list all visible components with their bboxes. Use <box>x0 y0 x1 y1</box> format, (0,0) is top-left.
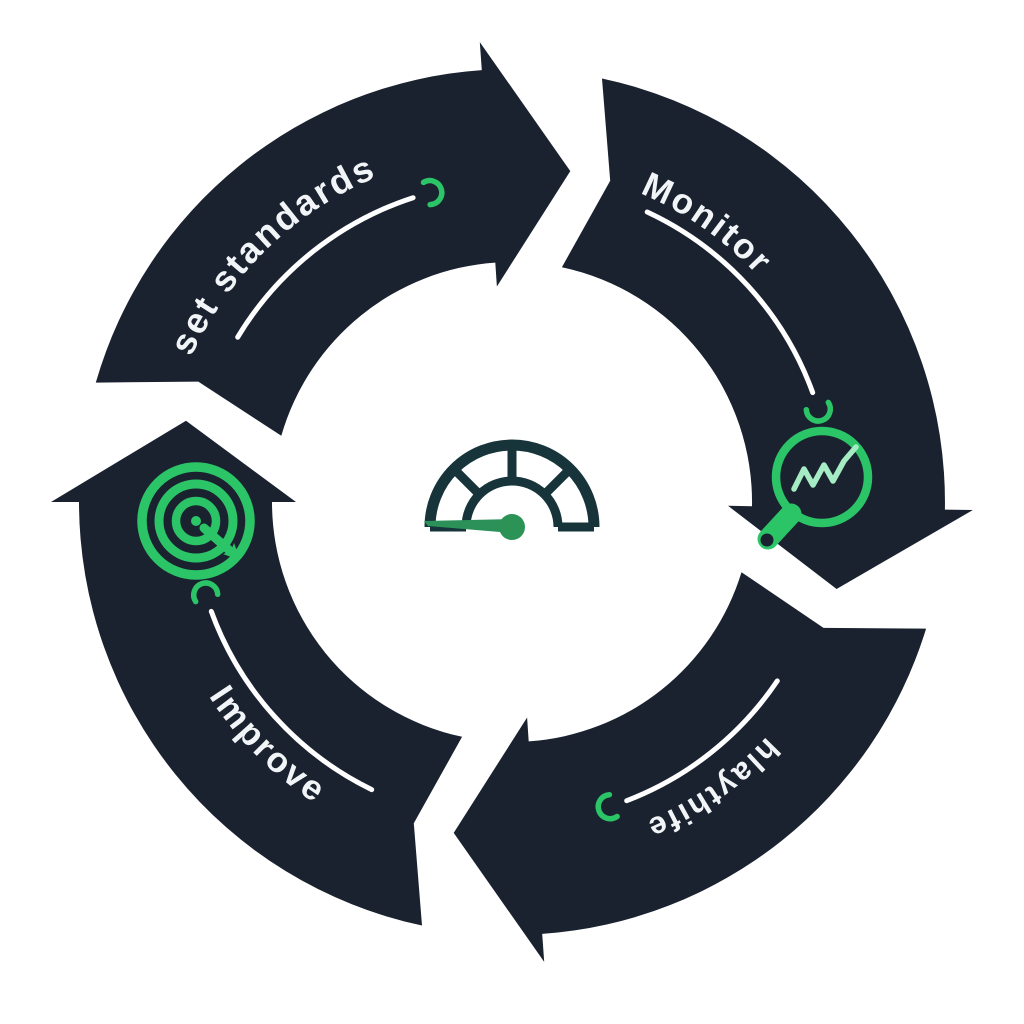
target-dart-shaft <box>199 523 234 555</box>
swoosh-line-monitor <box>644 209 816 396</box>
gauge-needle <box>424 519 512 533</box>
target-dart-star <box>223 543 245 565</box>
target-center-dot <box>191 516 201 526</box>
target-bullseye-icon <box>137 462 255 580</box>
swoosh-cap-analyze <box>595 791 620 822</box>
magnifier-lens <box>771 426 873 528</box>
swoosh-cap-set-standards <box>420 177 445 208</box>
magnifier-handle-hole <box>760 533 774 547</box>
gauge-hub <box>499 514 525 540</box>
swoosh-cap-improve <box>191 580 221 605</box>
magnifier-handle <box>757 503 802 550</box>
gauge-icon <box>424 439 600 540</box>
swoosh-line-set-standards <box>235 195 416 340</box>
gauge-spoke-135 <box>450 465 483 498</box>
target-outer-ring <box>137 462 255 580</box>
swoosh-line-analyze <box>624 678 780 804</box>
magnifier-trend-line <box>791 444 859 492</box>
magnifier-trend-chart-icon <box>757 426 873 550</box>
ring-segment-improve <box>51 420 463 926</box>
gauge-spoke-45 <box>541 465 574 498</box>
swoosh-cap-monitor <box>803 399 833 424</box>
swoosh-line-improve <box>208 608 375 793</box>
ring-segment-monitor <box>561 78 973 589</box>
target-inner-ring <box>171 496 221 546</box>
target-middle-ring <box>154 479 238 563</box>
